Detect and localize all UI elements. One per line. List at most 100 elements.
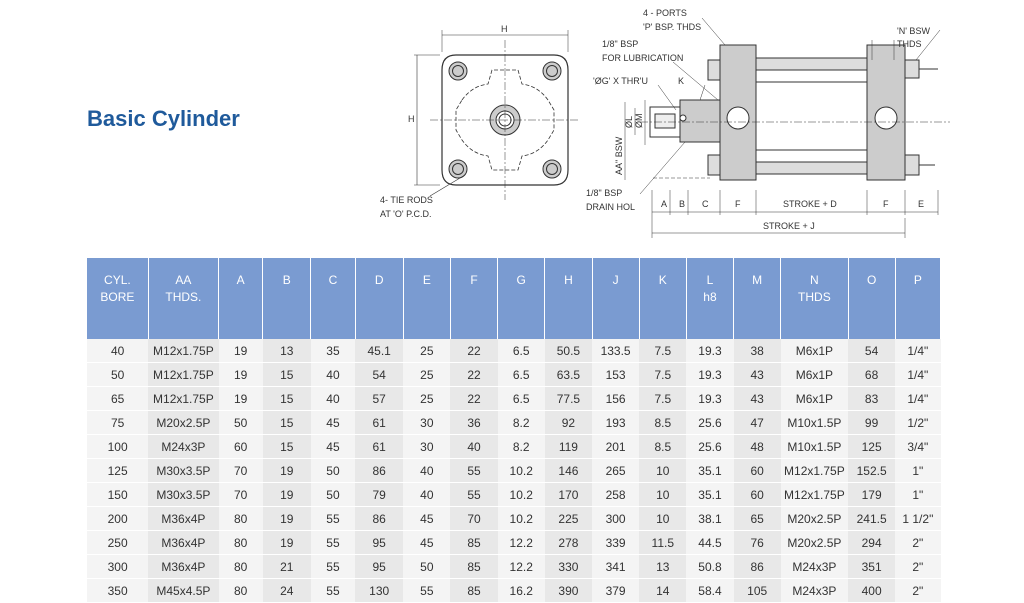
table-cell: 50 [87,362,149,387]
table-cell: 43 [733,362,781,387]
column-header: AA THDS. [148,258,220,339]
table-cell: 390 [544,578,592,603]
table-cell: 150 [87,482,149,507]
table-cell: 45 [310,410,356,435]
table-cell: 16.2 [497,578,545,603]
table-cell: 40 [403,458,451,483]
table-cell: 25 [403,386,451,411]
table-cell: 65 [87,386,149,411]
column-header: N THDS [780,258,849,339]
tie-rods-label-1: 4- TIE RODS [380,195,433,205]
table-cell: 13 [639,554,687,579]
table-cell: 201 [592,434,640,459]
tie-rods-label-2: AT 'O' P.C.D. [380,209,431,219]
table-cell: 24 [262,578,311,603]
table-cell: 44.5 [686,530,734,555]
table-cell: 156 [592,386,640,411]
drain-label-2: DRAIN HOL [586,202,635,212]
table-cell: 10.2 [497,482,545,507]
ports-label-1: 4 - PORTS [643,8,687,18]
table-cell: M12x1.75P [148,362,219,387]
lube-label-2: FOR LUBRICATION [602,53,683,63]
table-cell: 300 [87,554,149,579]
side-view [624,17,950,238]
table-cell: M20x2.5P [780,506,849,531]
table-cell: M30x3.5P [148,482,219,507]
dim-stroke-d: STROKE + D [783,199,837,209]
table-cell: 45.1 [355,339,404,363]
table-cell: 1/4" [895,362,941,387]
column-header: K [639,258,687,339]
table-cell: 45 [310,434,356,459]
column-header: CYL. BORE [87,258,149,339]
table-cell: M6x1P [780,362,849,387]
table-cell: 22 [450,339,498,363]
table-cell: 95 [355,530,404,555]
table-cell: 341 [592,554,640,579]
table-cell: M30x3.5P [148,458,219,483]
table-cell: 125 [848,434,896,459]
table-cell: 14 [639,578,687,603]
table-cell: 80 [218,578,263,603]
table-cell: 19 [262,530,311,555]
table-cell: M36x4P [148,506,219,531]
table-cell: 80 [218,530,263,555]
table-cell: 330 [544,554,592,579]
table-cell: 25 [403,362,451,387]
table-cell: M20x2.5P [148,410,219,435]
table-cell: 55 [450,458,498,483]
table-cell: 1 1/2" [895,506,941,531]
n-bsw-label-2: THDS [897,39,922,49]
table-cell: 80 [218,506,263,531]
table-cell: 40 [310,362,356,387]
og-label: 'ØG' X THR'U [593,76,648,86]
table-cell: M12x1.75P [148,386,219,411]
table-cell: 8.2 [497,410,545,435]
table-cell: 77.5 [544,386,592,411]
table-cell: 85 [450,554,498,579]
table-cell: M20x2.5P [780,530,849,555]
table-cell: 38 [733,339,781,363]
table-cell: 95 [355,554,404,579]
table-cell: M12x1.75P [780,482,849,507]
table-cell: 50 [310,482,356,507]
table-cell: 86 [355,458,404,483]
table-cell: 105 [733,578,781,603]
table-cell: 10 [639,506,687,531]
table-cell: 200 [87,506,149,531]
table-cell: 85 [450,578,498,603]
column-header: P [895,258,942,339]
table-cell: 300 [592,506,640,531]
table-cell: 119 [544,434,592,459]
table-cell: 19 [262,506,311,531]
table-cell: M36x4P [148,554,219,579]
column-header: L h8 [686,258,735,339]
table-cell: 50 [310,458,356,483]
column-header: M [733,258,782,339]
table-cell: M24x3P [780,554,849,579]
column-header: D [355,258,404,339]
end-view [414,30,580,200]
ol-label: ØL [624,116,634,128]
table-cell: 57 [355,386,404,411]
table-cell: 6.5 [497,362,545,387]
table-cell: 68 [848,362,896,387]
cylinder-technical-drawing: H H 4- TIE RODS AT 'O' P.C.D. 4 - PORTS … [380,8,950,238]
table-cell: 1/4" [895,339,941,363]
table-cell: 225 [544,506,592,531]
table-cell: 61 [355,434,404,459]
table-cell: 70 [450,506,498,531]
table-cell: 19.3 [686,386,734,411]
table-cell: 85 [450,530,498,555]
table-cell: 21 [262,554,311,579]
